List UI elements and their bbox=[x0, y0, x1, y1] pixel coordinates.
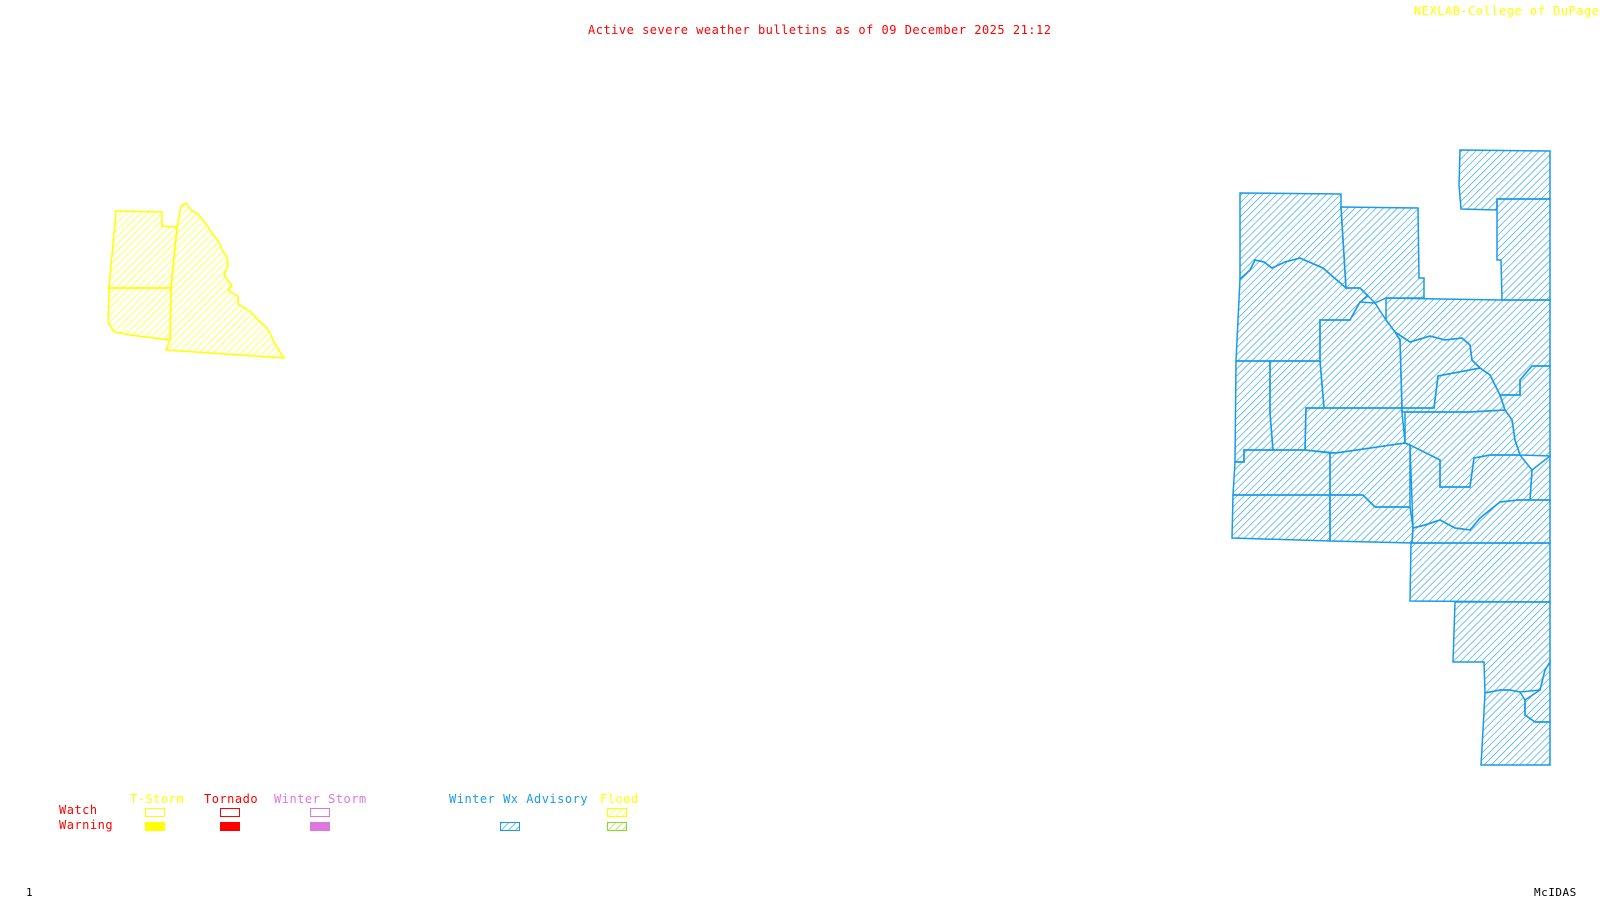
credit-label: NEXLAB-College of DuPage ⇱ bbox=[1414, 4, 1600, 18]
software-label: McIDAS bbox=[1534, 886, 1577, 899]
flood-warning-swatch bbox=[607, 822, 627, 831]
tstorm-watch-swatch bbox=[145, 808, 165, 817]
winter-storm-watch-swatch bbox=[310, 808, 330, 817]
county-outline bbox=[1232, 449, 1331, 496]
county-outline bbox=[164, 202, 286, 359]
county-outline bbox=[107, 287, 172, 341]
tornado-watch-swatch bbox=[220, 808, 240, 817]
winter-storm-warning-swatch bbox=[310, 822, 330, 831]
tornado-warning-swatch bbox=[220, 822, 240, 831]
winter-wx-advisory-warning-swatch bbox=[500, 822, 520, 831]
western-flood-watch-area bbox=[107, 202, 286, 359]
county-outline bbox=[1231, 494, 1331, 542]
county-outline bbox=[1234, 360, 1274, 463]
eastern-winter-wx-advisory-area bbox=[1231, 149, 1551, 766]
county-outline bbox=[1529, 454, 1551, 501]
county-outline bbox=[1409, 542, 1551, 603]
legend-row-warning: Warning bbox=[59, 818, 114, 832]
county-outline bbox=[1496, 198, 1551, 301]
county-outline bbox=[1329, 494, 1414, 544]
legend-row-watch: Watch bbox=[59, 803, 98, 817]
legend-col-flood: Flood bbox=[600, 792, 639, 806]
legend-col-tornado: Tornado bbox=[204, 792, 259, 806]
tstorm-warning-swatch bbox=[145, 822, 165, 831]
legend-col-winter-storm: Winter Storm bbox=[274, 792, 367, 806]
legend-col-winter-wx-advisory: Winter Wx Advisory bbox=[449, 792, 589, 806]
county-outline bbox=[1524, 659, 1551, 723]
legend-col-tstorm: T-Storm bbox=[130, 792, 185, 806]
county-outline bbox=[1411, 499, 1551, 544]
frame-number: 1 bbox=[26, 886, 34, 899]
credit-text: NEXLAB-College of DuPage bbox=[1414, 4, 1600, 18]
county-outline bbox=[108, 210, 178, 289]
bulletin-title: Active severe weather bulletins as of 09… bbox=[588, 23, 1052, 37]
county-outline bbox=[1452, 601, 1551, 694]
flood-watch-swatch bbox=[607, 808, 627, 817]
